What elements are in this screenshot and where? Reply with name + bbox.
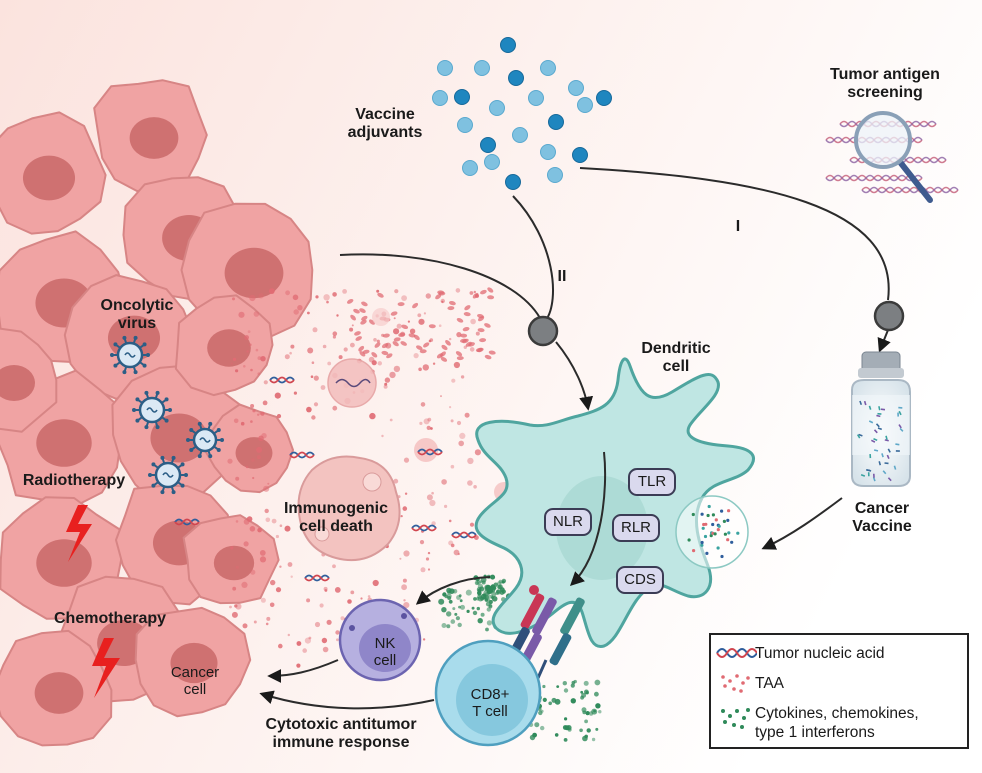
nk-to-cancer-arrow — [267, 659, 339, 683]
immunogenic-dying-cell-icon — [297, 455, 401, 562]
legend: Tumor nucleic acid TAA Cytokines, chemok… — [709, 633, 969, 749]
tumor-nucleic-acid-fragments — [174, 376, 477, 582]
legend-item-cytokines: Cytokines, chemokines,type 1 interferons — [755, 705, 919, 741]
radiation-lightning-icon — [66, 505, 92, 562]
cd8-t-cell-icon — [434, 639, 542, 747]
pathway-II-curve — [512, 195, 555, 321]
label-cd8-t-cell: CD8+T cell — [470, 686, 510, 721]
vaccine-vial-icon — [851, 351, 911, 487]
dc-vesicle-particles — [687, 504, 740, 559]
label-chemotherapy: Chemotherapy — [53, 610, 167, 627]
label-pathway-I: I — [735, 218, 741, 235]
legend-item-tumor-nucleic-acid: Tumor nucleic acid — [755, 645, 885, 662]
ocv-curve — [339, 253, 541, 319]
green-dots-icon — [721, 708, 750, 729]
pathway-to-dc-arrow — [555, 341, 594, 411]
taa-particles — [227, 287, 496, 668]
legend-item-taa: TAA — [755, 675, 784, 692]
pathway-node-I — [873, 300, 905, 332]
dna-helix-icon — [716, 648, 757, 658]
receptor-tlr: TLR — [628, 468, 676, 496]
pathway-node-II — [527, 315, 559, 347]
cytokine-particles — [438, 574, 602, 742]
vaccine-adjuvant-particles — [432, 37, 612, 190]
pathway-I-curve — [579, 167, 890, 301]
oncolytic-virus-icon — [110, 335, 224, 495]
red-dots-icon — [721, 674, 750, 693]
dc-to-nk-arrow — [415, 576, 491, 605]
tcell-to-cancer-arrow — [259, 690, 435, 710]
label-pathway-II: II — [557, 268, 567, 285]
nk-cell-icon — [338, 598, 422, 682]
receptor-cds: CDS — [616, 566, 664, 594]
pathway-I-arrow — [877, 329, 891, 353]
label-radiotherapy: Radiotherapy — [22, 472, 126, 489]
receptor-nlr: NLR — [544, 508, 592, 536]
vaccine-to-dc-arrow — [761, 497, 843, 550]
tumor-tissue — [0, 79, 314, 747]
mhc-tcr-complex-icon — [509, 585, 585, 679]
receptor-rlr: RLR — [612, 514, 660, 542]
antigen-screening-icon — [825, 111, 959, 203]
dendritic-cell-icon — [474, 357, 755, 648]
chemo-lightning-icon — [92, 638, 120, 698]
